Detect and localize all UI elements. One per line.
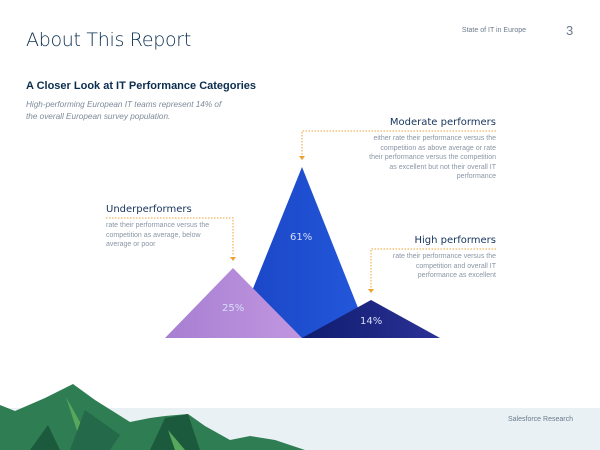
report-name: State of IT in Europe (461, 27, 526, 34)
section-heading: A Closer Look at IT Performance Categori… (26, 80, 257, 92)
page-title: About This Report (26, 29, 191, 51)
mountains-illustration (0, 384, 305, 450)
page-number: 3 (566, 23, 574, 38)
callout-connectors (106, 130, 496, 288)
footer-brand: Salesforce Research (508, 416, 573, 423)
performance-peaks-diagram (165, 167, 440, 338)
high-performers-peak (302, 300, 440, 338)
moderate-description: either rate their performance versus the… (369, 135, 496, 180)
high-description: rate their performance versus the compet… (392, 253, 496, 279)
high-percent: 14% (360, 316, 383, 327)
under-label: Underperformers (106, 204, 192, 215)
moderate-performers-peak (233, 167, 370, 338)
under-connector (106, 217, 234, 256)
high-label: High performers (414, 235, 496, 246)
arrow-icons (230, 156, 374, 293)
underperformers-peak (165, 268, 302, 338)
under-percent: 25% (222, 303, 245, 314)
moderate-percent: 61% (290, 232, 313, 243)
moderate-label: Moderate performers (389, 117, 496, 128)
high-connector (370, 248, 496, 288)
moderate-connector (301, 130, 496, 155)
under-description: rate their performance versus the compet… (106, 222, 210, 248)
section-intro: High-performing European IT teams repres… (26, 100, 222, 121)
